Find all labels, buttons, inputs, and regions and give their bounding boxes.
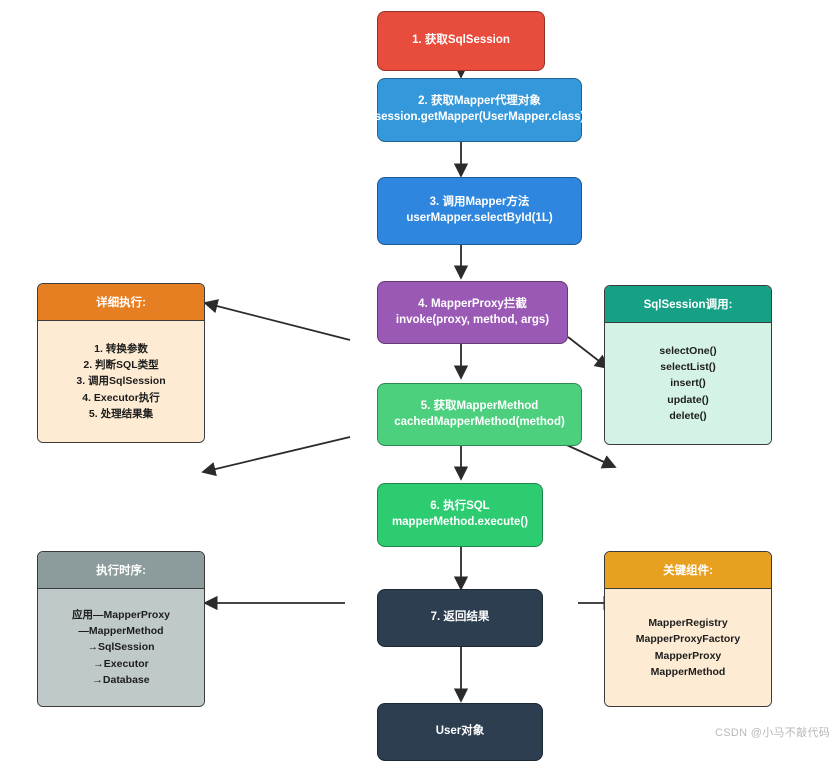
panel-item: MapperRegistry bbox=[648, 616, 728, 629]
panel-detail-execution[interactable]: 详细执行: 1. 转换参数 2. 判断SQL类型 3. 调用SqlSession… bbox=[37, 283, 205, 443]
panel-item: insert() bbox=[670, 377, 706, 390]
panel-body: selectOne() selectList() insert() update… bbox=[605, 323, 771, 444]
panel-item: →Database bbox=[92, 673, 150, 686]
node-get-sqlsession[interactable]: 1. 获取SqlSession bbox=[377, 11, 545, 71]
node-get-mapper-proxy[interactable]: 2. 获取Mapper代理对象 session.getMapper(UserMa… bbox=[374, 78, 585, 142]
panel-item: 5. 处理结果集 bbox=[88, 407, 154, 420]
panel-item: 2. 判断SQL类型 bbox=[83, 359, 159, 372]
node-line2: session.getMapper(UserMapper.class) bbox=[374, 111, 585, 123]
panel-header: 关键组件: bbox=[605, 552, 771, 589]
node-mapperproxy-invoke[interactable]: 4. MapperProxy拦截 invoke(proxy, method, a… bbox=[377, 281, 568, 344]
node-get-mappermethod[interactable]: 5. 获取MapperMethod cachedMapperMethod(met… bbox=[377, 383, 582, 446]
panel-header: SqlSession调用: bbox=[605, 286, 771, 323]
panel-item: 应用—MapperProxy bbox=[71, 608, 171, 621]
panel-header: 详细执行: bbox=[38, 284, 204, 321]
edge-n4-panel2 bbox=[567, 336, 610, 370]
node-line1: 6. 执行SQL bbox=[430, 500, 490, 513]
node-execute-sql[interactable]: 6. 执行SQL mapperMethod.execute() bbox=[377, 483, 543, 547]
panel-item: delete() bbox=[669, 409, 707, 422]
panel-item: 3. 调用SqlSession bbox=[76, 375, 166, 388]
panel-body: MapperRegistry MapperProxyFactory Mapper… bbox=[605, 589, 771, 706]
node-line1: User对象 bbox=[435, 725, 485, 738]
panel-item: 1. 转换参数 bbox=[94, 342, 148, 355]
node-return-result[interactable]: 7. 返回结果 bbox=[377, 589, 543, 647]
node-line1: 5. 获取MapperMethod bbox=[420, 399, 539, 412]
panel-execution-sequence[interactable]: 执行时序: 应用—MapperProxy —MapperMethod →SqlS… bbox=[37, 551, 205, 707]
panel-item: selectList() bbox=[660, 361, 716, 374]
node-user-object[interactable]: User对象 bbox=[377, 703, 543, 761]
edge-detail-arrow-2 bbox=[201, 436, 351, 477]
panel-item: →Executor bbox=[93, 657, 149, 670]
node-line1: 4. MapperProxy拦截 bbox=[418, 297, 527, 310]
node-line1: 3. 调用Mapper方法 bbox=[429, 196, 530, 209]
node-line2: mapperMethod.execute() bbox=[391, 516, 529, 528]
panel-item: update() bbox=[667, 393, 709, 406]
panel-item: MapperProxy bbox=[654, 649, 722, 662]
panel-item: —MapperMethod bbox=[78, 625, 164, 638]
panel-item: MapperMethod bbox=[650, 665, 726, 678]
panel-item: 4. Executor执行 bbox=[82, 391, 160, 404]
node-line1: 2. 获取Mapper代理对象 bbox=[418, 95, 541, 108]
panel-key-components[interactable]: 关键组件: MapperRegistry MapperProxyFactory … bbox=[604, 551, 772, 707]
node-line2: cachedMapperMethod(method) bbox=[394, 415, 565, 428]
node-call-mapper-method[interactable]: 3. 调用Mapper方法 userMapper.selectById(1L) bbox=[377, 177, 582, 245]
node-line1: 1. 获取SqlSession bbox=[412, 34, 510, 47]
panel-item: →SqlSession bbox=[87, 641, 155, 654]
edge-detail-arrow-1 bbox=[203, 299, 351, 341]
panel-item: selectOne() bbox=[659, 344, 717, 357]
node-line2: userMapper.selectById(1L) bbox=[406, 212, 553, 224]
panel-body: 1. 转换参数 2. 判断SQL类型 3. 调用SqlSession 4. Ex… bbox=[38, 321, 204, 442]
panel-body: 应用—MapperProxy —MapperMethod →SqlSession… bbox=[38, 589, 204, 706]
panel-item: MapperProxyFactory bbox=[635, 633, 741, 646]
watermark: CSDN @小马不敲代码 bbox=[715, 727, 830, 739]
node-line2: invoke(proxy, method, args) bbox=[395, 313, 550, 326]
panel-header: 执行时序: bbox=[38, 552, 204, 589]
node-line1: 7. 返回结果 bbox=[430, 611, 490, 624]
panel-sqlsession-calls[interactable]: SqlSession调用: selectOne() selectList() i… bbox=[604, 285, 772, 445]
